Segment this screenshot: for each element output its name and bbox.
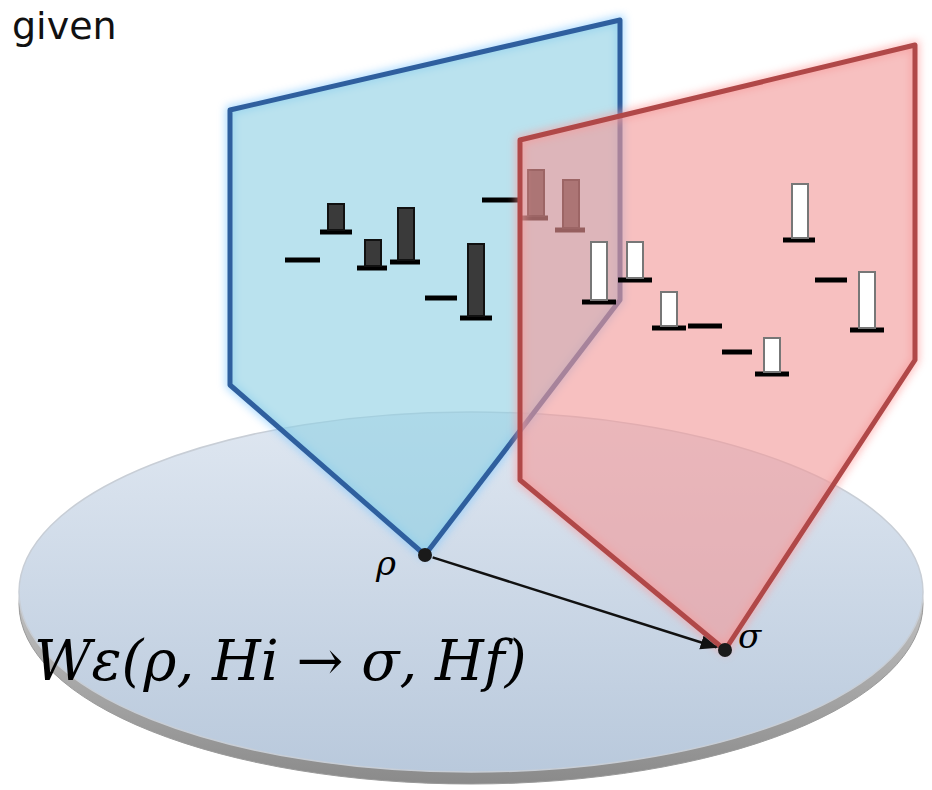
state-point: σ: [718, 643, 732, 657]
state-label: σ: [738, 619, 761, 653]
given-label: given: [12, 4, 117, 48]
state-point: ρ: [418, 548, 432, 562]
transition-arrow: [433, 557, 717, 647]
state-label: ρ: [376, 546, 396, 580]
work-formula: Wε(ρ, Hi → σ, Hf): [34, 628, 527, 693]
